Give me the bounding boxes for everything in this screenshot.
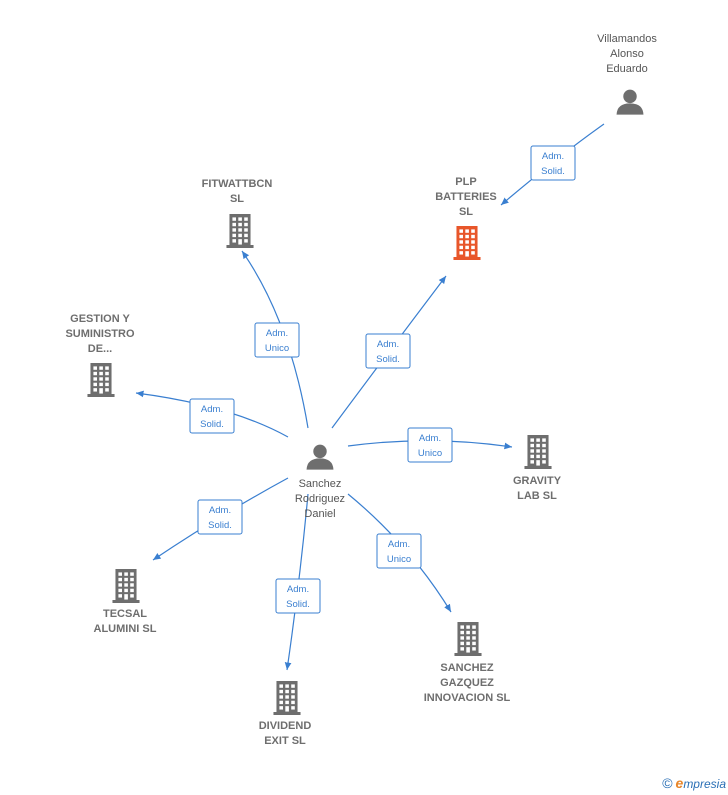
node-plp[interactable]: PLP BATTERIES SL — [435, 176, 497, 260]
edge-label-box — [189, 398, 235, 434]
building-icon — [454, 622, 482, 656]
edge-label-line: Adm. — [419, 433, 441, 444]
building-icon — [273, 681, 301, 715]
edge-center-to-gestion: Adm. Solid. — [135, 390, 289, 438]
edge-label-box — [254, 322, 300, 358]
edge-label-box — [275, 578, 321, 614]
building-icon — [226, 214, 254, 248]
edge-center-to-tecsal: Adm. Solid. — [152, 477, 289, 561]
edge-label-line: Solid. — [208, 520, 232, 531]
node-label-line: Alonso — [610, 48, 644, 60]
edge-role-label[interactable]: Adm. Solid. — [365, 333, 411, 369]
node-gestion[interactable]: GESTION Y SUMINISTRO DE... — [65, 313, 135, 397]
edge-label-box — [376, 533, 422, 569]
node-tecsal[interactable]: TECSAL ALUMINI SL — [94, 569, 157, 635]
node-label-line: LAB SL — [517, 490, 557, 502]
node-label-line: DE... — [88, 343, 112, 355]
edge-role-label[interactable]: Adm. Unico — [254, 322, 300, 358]
brand-name: mpresia — [683, 777, 726, 791]
copyright-symbol: © — [662, 775, 673, 791]
edge-role-label[interactable]: Adm. Unico — [407, 427, 453, 463]
node-gazquez[interactable]: SANCHEZ GAZQUEZ INNOVACION SL — [424, 622, 511, 704]
edge-label-line: Unico — [418, 448, 442, 459]
node-label-line: SUMINISTRO — [65, 328, 135, 340]
node-label-line: Eduardo — [606, 63, 648, 75]
edge-label-line: Adm. — [377, 339, 399, 350]
edge-center-to-dividend: Adm. Solid. — [275, 493, 321, 671]
node-label-line: DIVIDEND — [259, 720, 312, 732]
edge-label-line: Adm. — [542, 151, 564, 162]
building-icon — [524, 435, 552, 469]
edge-center-to-gazquez: Adm. Unico — [347, 493, 452, 613]
edges-layer: Adm.Solid.Adm.Solid.Adm.UnicoAdm.Solid.A… — [135, 123, 605, 671]
edge-center-to-fitwatt: Adm. Unico — [241, 250, 309, 429]
building-icon — [112, 569, 140, 603]
edge-label-box — [407, 427, 453, 463]
node-label-line: GAZQUEZ — [440, 677, 494, 689]
edge-label-line: Solid. — [200, 419, 224, 430]
node-label-line: Daniel — [304, 508, 335, 520]
person-icon — [616, 89, 644, 115]
node-label-line: INNOVACION SL — [424, 692, 511, 704]
building-icon — [453, 226, 481, 260]
edge-role-label[interactable]: Adm. Solid. — [197, 499, 243, 535]
building-icon — [87, 363, 115, 397]
edge-label-line: Solid. — [541, 166, 565, 177]
node-label-line: ALUMINI SL — [94, 623, 157, 635]
edge-label-line: Adm. — [388, 539, 410, 550]
node-label-line: SANCHEZ — [440, 662, 493, 674]
edge-role-label[interactable]: Adm. Unico — [376, 533, 422, 569]
edge-label-line: Unico — [265, 343, 289, 354]
edge-label-box — [530, 145, 576, 181]
node-label-line: PLP — [455, 176, 476, 188]
node-label-line: TECSAL — [103, 608, 147, 620]
edge-label-line: Adm. — [287, 584, 309, 595]
edge-label-line: Adm. — [266, 328, 288, 339]
edge-villamandos-to-plp: Adm. Solid. — [500, 123, 605, 206]
node-label-line: GRAVITY — [513, 475, 562, 487]
brand-initial: e — [675, 775, 684, 791]
edge-label-box — [365, 333, 411, 369]
edge-role-label[interactable]: Adm. Solid. — [275, 578, 321, 614]
edge-label-line: Solid. — [376, 354, 400, 365]
edge-label-line: Adm. — [209, 505, 231, 516]
edge-role-label[interactable]: Adm. Solid. — [189, 398, 235, 434]
node-label-line: Rodriguez — [295, 493, 345, 505]
node-label-line: SL — [459, 206, 473, 218]
node-label-line: GESTION Y — [70, 313, 130, 325]
node-label-line: SL — [230, 193, 244, 205]
person-icon — [306, 444, 334, 470]
edge-center-to-plp: Adm. Solid. — [331, 275, 447, 429]
node-label-line: Villamandos — [597, 33, 657, 45]
node-label-line: EXIT SL — [264, 735, 306, 747]
node-dividend[interactable]: DIVIDEND EXIT SL — [259, 681, 312, 747]
node-gravity[interactable]: GRAVITY LAB SL — [513, 435, 562, 502]
edge-label-box — [197, 499, 243, 535]
node-fitwatt[interactable]: FITWATTBCN SL — [202, 178, 273, 248]
edge-center-to-gravity: Adm. Unico — [347, 427, 513, 463]
node-label-line: Sanchez — [299, 478, 342, 490]
node-label-line: BATTERIES — [435, 191, 497, 203]
edge-role-label[interactable]: Adm. Solid. — [530, 145, 576, 181]
edge-label-line: Solid. — [286, 599, 310, 610]
node-label-line: FITWATTBCN — [202, 178, 273, 190]
edge-label-line: Unico — [387, 554, 411, 565]
brand-logo[interactable]: ©empresia — [662, 775, 726, 791]
edge-label-line: Adm. — [201, 404, 223, 415]
